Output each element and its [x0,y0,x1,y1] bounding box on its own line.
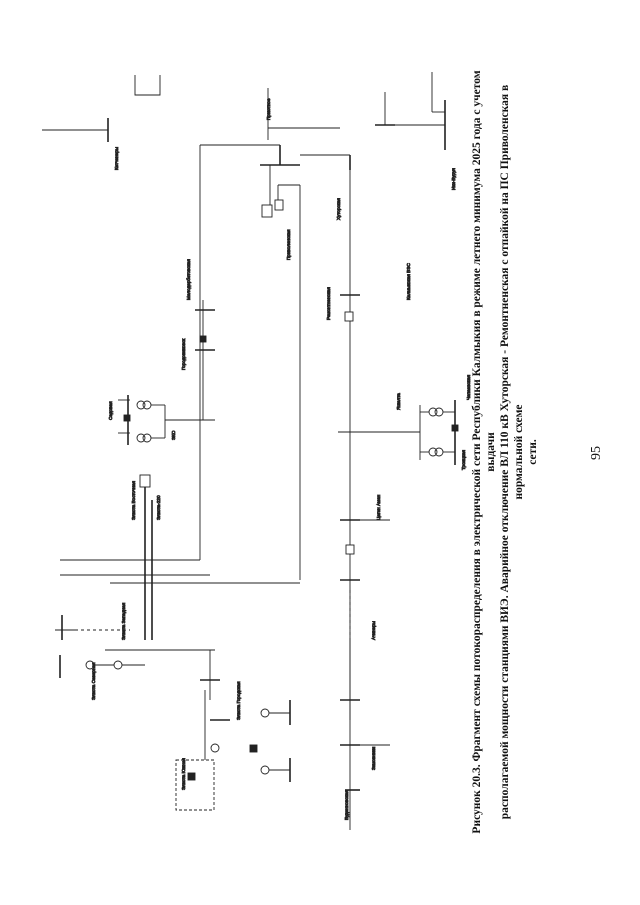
top-right-fragment [267,72,446,150]
label-9: Городовиковск [181,338,186,370]
transformer-group-right [419,400,459,465]
label-18: Приютное [266,98,271,120]
label-8: Садовая [108,401,113,420]
label-7: ЭКО [171,430,176,440]
label-15: Троицкая [461,449,466,470]
diagram-labels: Элиста Северная Элиста Западная Элиста В… [91,98,472,821]
label-2: Элиста Западная [121,602,126,640]
label-14: Яшалта [396,393,401,410]
transformer-group-middle [118,395,215,445]
label-13: Хуторская [336,198,341,220]
lower-elements [249,700,291,782]
label-3: Элиста Восточная [131,481,136,520]
label-23: Зимовники [371,746,376,770]
figure-caption: Рисунок 20.3. Фрагмент схемы потокораспр… [470,62,540,842]
label-24: Калмыкская ВЭС [406,262,411,300]
label-16: Чапаевская [466,374,471,400]
label-22: Буденновская [344,790,349,820]
substation-bottom-left [175,690,230,811]
label-1: Элиста Северная [91,662,96,700]
label-10: Малодербетовская [186,259,191,300]
label-5: Элиста Городская [236,681,241,720]
top-left-fragment [42,75,161,142]
transformer-top-left [55,615,145,678]
label-6: Элиста-220 [156,495,161,520]
label-4: Элиста Южная [181,758,186,790]
page-number: 95 [589,446,604,460]
label-11: Приволенская [286,229,291,260]
label-12: Ремонтненская [326,287,331,320]
label-17: Ики-Бурул [451,168,456,190]
label-21: Ачинеры [371,621,376,640]
label-20: Цаган Аман [376,494,381,520]
caption-line-3: сети. [527,439,539,465]
label-19: Кетченеры [114,147,119,170]
breaker-box [261,204,273,218]
caption-line-2: располагаемой мощности станциями ВИЭ. Ав… [499,84,525,820]
caption-line-1: Рисунок 20.3. Фрагмент схемы потокораспр… [471,70,497,834]
